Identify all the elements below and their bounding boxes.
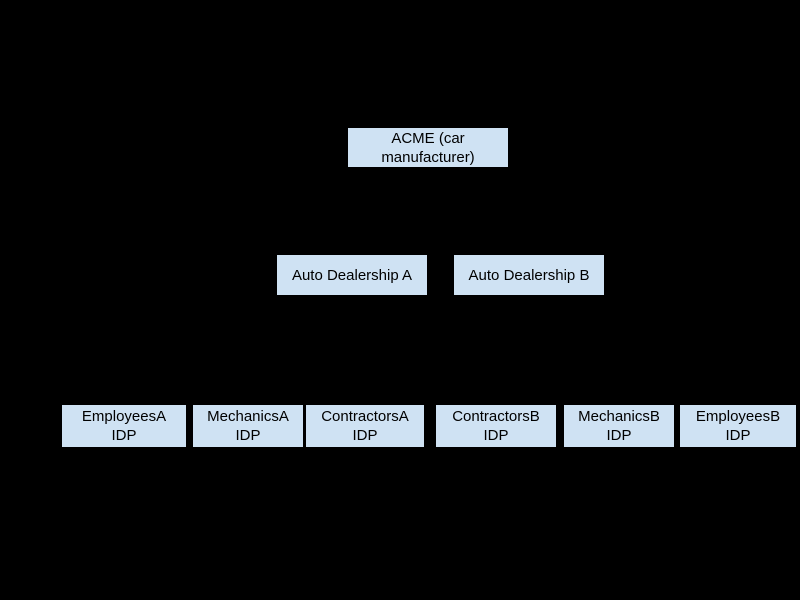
node-mechanicsb-idp: MechanicsB IDP [564,405,674,447]
node-contractorsb-idp: ContractorsB IDP [436,405,556,447]
node-employeesa-idp: EmployeesA IDP [62,405,186,447]
node-auto-dealership-b: Auto Dealership B [454,255,604,295]
node-acme-car-manufacturer: ACME (car manufacturer) [348,128,508,167]
node-mechanicsa-idp: MechanicsA IDP [193,405,303,447]
node-auto-dealership-a: Auto Dealership A [277,255,427,295]
node-contractorsa-idp: ContractorsA IDP [306,405,424,447]
node-employeesb-idp: EmployeesB IDP [680,405,796,447]
